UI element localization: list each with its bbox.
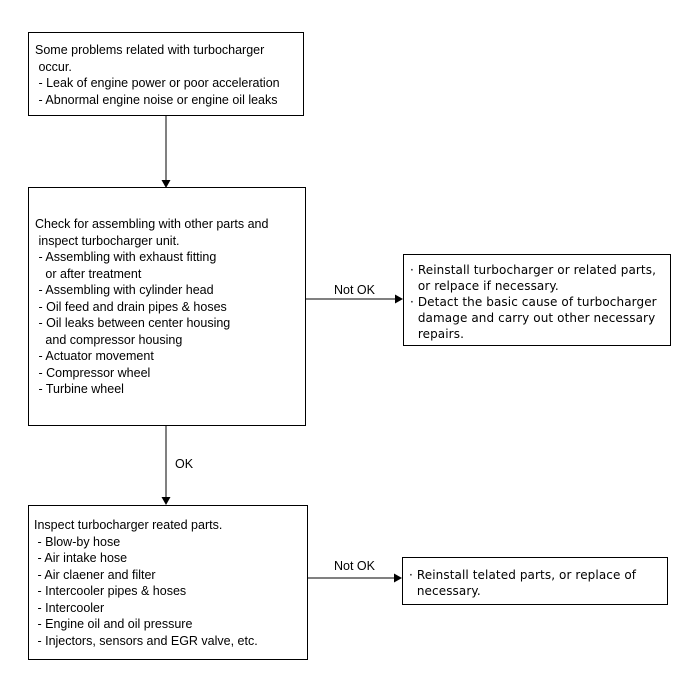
related-parts-item: - Intercooler [34, 600, 105, 615]
inspect-unit-item: and compressor housing [35, 332, 183, 347]
related-parts-item: - Engine oil and oil pressure [34, 617, 193, 631]
problem-title-cont: occur. [35, 59, 72, 74]
remedy-2-line: · Reinstall telated parts, or replace of [409, 568, 637, 582]
related-parts-item: - Intercooler pipes & hoses [34, 584, 187, 598]
remedy-1-line: · Detact the basic cause of turbocharger [410, 295, 657, 309]
not-ok-label-1: Not OK [334, 283, 375, 297]
problem-item: - Leak of engine power or poor accelerat… [35, 76, 280, 90]
related-parts-item: - Blow-by hose [34, 534, 121, 549]
inspect-unit-item: - Actuator movement [35, 349, 154, 363]
inspect-unit-item: - Oil leaks between center housing [35, 316, 231, 330]
remedy-2-line: necessary. [409, 584, 481, 598]
inspect-unit-title: Check for assembling with other parts an… [35, 217, 269, 231]
remedy-1-line: damage and carry out other necessary [410, 311, 656, 325]
related-parts-item: - Air intake hose [34, 551, 128, 565]
inspect-related-parts-box: Inspect turbocharger reated parts. - Blo… [28, 505, 308, 660]
inspect-unit-title-cont: inspect turbocharger unit. [35, 233, 180, 248]
related-parts-title: Inspect turbocharger reated parts. [34, 518, 223, 532]
inspect-unit-item: - Turbine wheel [35, 382, 124, 396]
inspect-unit-item: - Compressor wheel [35, 365, 151, 380]
problem-item: - Abnormal engine noise or engine oil le… [35, 92, 278, 107]
remedy-box-1: · Reinstall turbocharger or related part… [403, 254, 671, 346]
remedy-1-line: · Reinstall turbocharger or related part… [410, 263, 656, 277]
inspect-unit-box: Check for assembling with other parts an… [28, 187, 306, 426]
arrowhead-rbox1 [395, 294, 403, 304]
arrowhead-box2 [161, 180, 171, 188]
inspect-unit-item: - Assembling with cylinder head [35, 283, 214, 297]
arrowhead-box3 [161, 497, 171, 505]
not-ok-label-2: Not OK [334, 559, 375, 573]
problem-box: Some problems related with turbocharger … [28, 32, 304, 116]
inspect-unit-item: - Oil feed and drain pipes & hoses [35, 299, 227, 314]
remedy-1-line: or relpace if necessary. [410, 279, 559, 293]
remedy-box-2: · Reinstall telated parts, or replace of… [402, 557, 668, 605]
arrowhead-rbox2 [394, 573, 402, 583]
inspect-unit-item: or after treatment [35, 266, 142, 281]
related-parts-item: - Injectors, sensors and EGR valve, etc. [34, 633, 258, 648]
problem-title: Some problems related with turbocharger [35, 43, 265, 57]
ok-label: OK [175, 457, 194, 471]
related-parts-item: - Air claener and filter [34, 567, 156, 582]
inspect-unit-item: - Assembling with exhaust fitting [35, 250, 217, 264]
remedy-1-line: repairs. [410, 327, 464, 341]
